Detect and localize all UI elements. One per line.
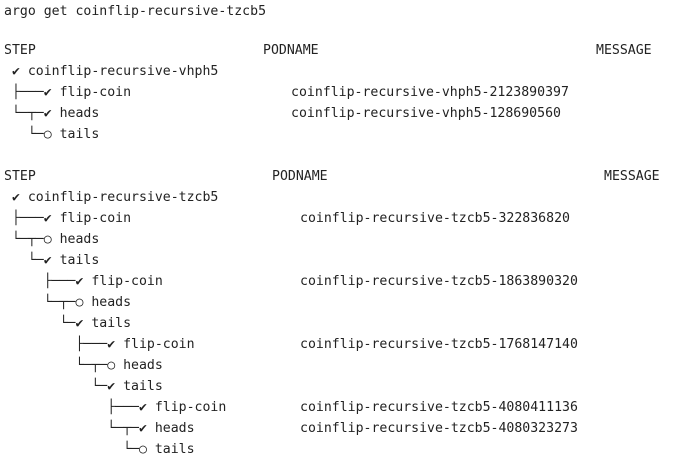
step-row: └─┬─○ heads bbox=[4, 232, 100, 247]
header-podname: PODNAME bbox=[272, 169, 328, 184]
pod-name: coinflip-recursive-vhph5-2123890397 bbox=[291, 85, 569, 100]
header-step: STEP bbox=[4, 169, 36, 184]
header-message: MESSAGE bbox=[596, 43, 652, 58]
step-row: └─✔ tails bbox=[4, 379, 163, 394]
step-row: └─✔ tails bbox=[4, 316, 132, 331]
step-row: ├───✔ flip-coin bbox=[4, 400, 227, 415]
header-step: STEP bbox=[4, 43, 36, 58]
step-row: ✔ coinflip-recursive-tzcb5 bbox=[4, 190, 219, 205]
pod-name: coinflip-recursive-tzcb5-1863890320 bbox=[300, 274, 578, 289]
step-row: └─┬─○ heads bbox=[4, 358, 163, 373]
step-row: ├───✔ flip-coin bbox=[4, 85, 132, 100]
pod-name: coinflip-recursive-tzcb5-4080323273 bbox=[300, 421, 578, 436]
header-podname: PODNAME bbox=[263, 43, 319, 58]
pod-name: coinflip-recursive-vhph5-128690560 bbox=[291, 106, 561, 121]
step-row: ├───✔ flip-coin bbox=[4, 337, 195, 352]
step-row: ├───✔ flip-coin bbox=[4, 211, 132, 226]
step-row: └─┬─✔ heads bbox=[4, 106, 100, 121]
step-row: └─○ tails bbox=[4, 442, 195, 457]
pod-name: coinflip-recursive-tzcb5-322836820 bbox=[300, 211, 570, 226]
step-row: ├───✔ flip-coin bbox=[4, 274, 163, 289]
step-row: └─┬─○ heads bbox=[4, 295, 132, 310]
pod-name: coinflip-recursive-tzcb5-1768147140 bbox=[300, 337, 578, 352]
header-message: MESSAGE bbox=[604, 169, 660, 184]
step-row: ✔ coinflip-recursive-vhph5 bbox=[4, 64, 219, 79]
step-row: └─✔ tails bbox=[4, 253, 100, 268]
step-row: └─┬─✔ heads bbox=[4, 421, 195, 436]
step-row: └─○ tails bbox=[4, 127, 100, 142]
command-line: argo get coinflip-recursive-tzcb5 bbox=[4, 4, 267, 19]
pod-name: coinflip-recursive-tzcb5-4080411136 bbox=[300, 400, 578, 415]
